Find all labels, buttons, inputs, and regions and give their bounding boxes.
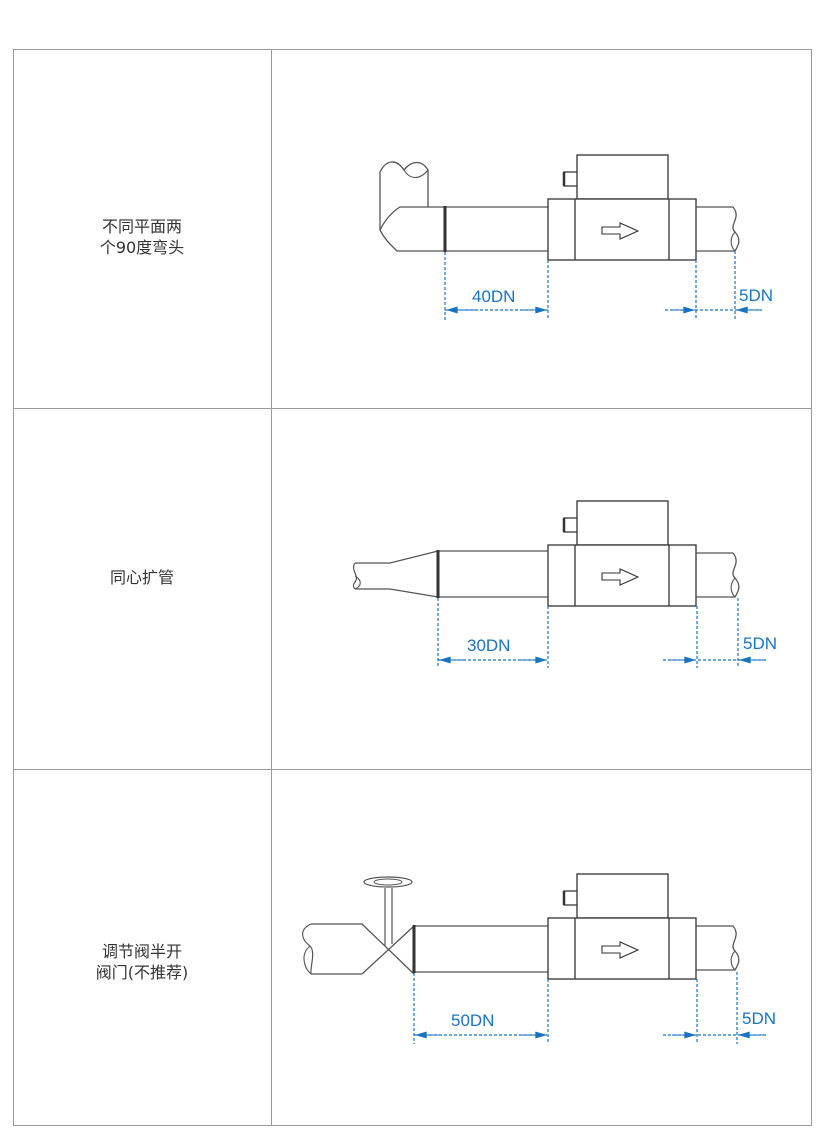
- downstream-distance: 5DN: [743, 634, 777, 653]
- downstream-distance: 5DN: [739, 286, 773, 305]
- flow-meter: [546, 153, 741, 262]
- label-line: 不同平面两: [101, 217, 182, 236]
- handwheel-icon: [363, 876, 413, 888]
- installation-table: [13, 49, 812, 1126]
- diagram-half-open-valve: 50DN 5DN: [302, 872, 776, 1044]
- row-divider: [13, 408, 812, 409]
- column-divider: [271, 49, 272, 1126]
- diagram-concentric-expander: 30DN 5DN: [352, 499, 777, 668]
- flow-meter: [546, 872, 741, 981]
- label-line: 同心扩管: [109, 568, 174, 587]
- diagram-two-elbows: 40DN 5DN: [379, 153, 773, 320]
- row-2-label: 同心扩管: [13, 567, 271, 588]
- upstream-distance: 50DN: [451, 1011, 494, 1030]
- row-3-label: 调节阀半开 阀门(不推荐): [13, 941, 271, 983]
- downstream-distance: 5DN: [742, 1009, 776, 1028]
- label-line: 调节阀半开: [101, 942, 182, 961]
- upstream-distance: 40DN: [472, 287, 515, 306]
- flow-meter: [546, 499, 741, 608]
- upstream-distance: 30DN: [467, 636, 510, 655]
- row-divider: [13, 769, 812, 770]
- row-1-label: 不同平面两 个90度弯头: [13, 216, 271, 258]
- label-line: 阀门(不推荐): [95, 963, 189, 982]
- label-line: 个90度弯头: [99, 238, 185, 257]
